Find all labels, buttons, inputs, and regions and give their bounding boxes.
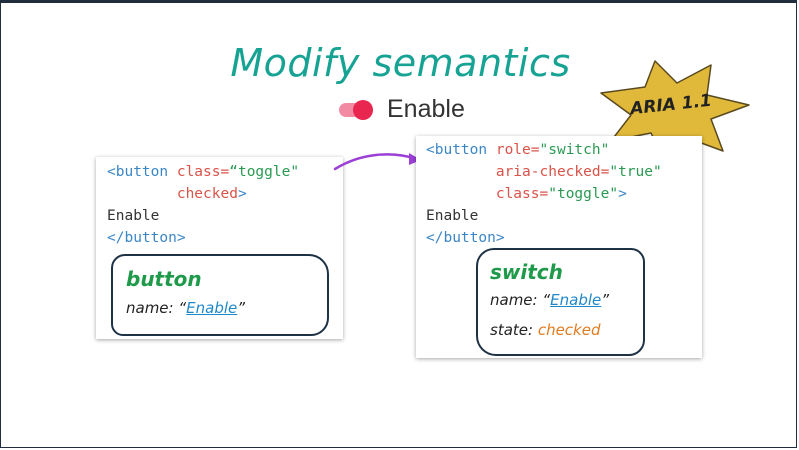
code-content: Enable [426,208,479,224]
node-role: button [126,267,202,291]
node-state-line: state: checked [490,321,601,339]
node-name-line: name: “Enable” [126,299,245,317]
code-tag-close: > [237,186,247,202]
code-attr-value: "switch" [539,142,610,158]
switch-accessibility-node [476,248,645,356]
node-name-close-quote: ” [601,291,610,309]
code-tag-close: > [618,186,627,202]
toggle-track[interactable] [339,99,373,120]
node-name-line: name: “Enable” [490,291,609,309]
switch-code-snippet: <button role="switch" aria-checked="true… [426,139,662,249]
node-name-close-quote: ” [237,299,246,317]
node-name-label: name: [126,299,179,317]
button-code-snippet: <button class=“toggle" checked> Enable <… [107,161,299,249]
code-attr-value: “toggle" [229,164,300,180]
node-state-value: checked [537,321,601,339]
toggle-knob[interactable] [353,99,373,120]
code-close-tag: </button> [107,230,186,246]
toggle-switch-demo[interactable]: Enable [339,95,465,124]
code-open-tag: <button [107,164,169,180]
slide-title: Modify semantics [230,41,571,85]
code-close-tag: </button> [426,230,505,246]
node-name-label: name: [490,291,543,309]
toggle-label: Enable [387,95,465,123]
code-attr-name: class= [176,164,230,180]
node-name-open-quote: “ [542,291,551,309]
code-open-tag: <button [426,142,488,158]
node-role: switch [490,260,563,284]
button-accessibility-node [111,254,329,336]
node-state-label: state: [490,321,538,339]
code-attr-name: class= [495,186,549,202]
code-attr-name: checked [176,186,238,202]
transform-arrow-icon [333,153,421,171]
code-content: Enable [107,208,160,224]
code-attr-name: role= [495,142,540,158]
node-name-value: Enable [550,291,602,309]
code-attr-name: aria-checked= [495,164,610,180]
code-attr-value: "true" [609,164,662,180]
node-name-open-quote: “ [178,299,187,317]
node-name-value: Enable [186,299,238,317]
code-attr-value: "toggle" [548,186,619,202]
